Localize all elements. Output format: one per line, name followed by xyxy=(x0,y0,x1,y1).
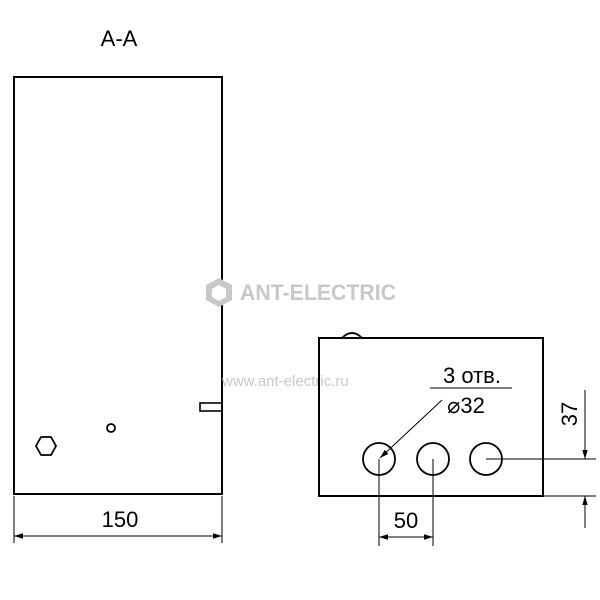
section-label: А-А xyxy=(101,26,138,51)
watermark-brand: ANT-ELECTRIC xyxy=(240,280,396,305)
side-pin xyxy=(199,402,223,412)
width-dimension-value: 150 xyxy=(102,507,139,532)
bottom-view xyxy=(318,332,596,546)
hole-note-count: 3 отв. xyxy=(443,363,501,388)
bottom-view-outline xyxy=(318,337,544,497)
front-view xyxy=(13,76,223,543)
small-hole xyxy=(106,423,116,433)
watermark-url: www.ant-electric.ru xyxy=(221,373,349,390)
hole-note-diameter: ⌀32 xyxy=(447,393,485,418)
hole-note-leader xyxy=(379,399,443,459)
height-dimension-value: 37 xyxy=(557,402,582,426)
watermark: ANT-ELECTRIC www.ant-electric.ru xyxy=(206,278,396,390)
hex-bolt-icon xyxy=(34,436,58,456)
ant-logo-icon xyxy=(206,278,232,307)
top-nub xyxy=(341,332,363,339)
front-view-outline xyxy=(13,76,223,495)
spacing-dimension-value: 50 xyxy=(394,508,418,533)
